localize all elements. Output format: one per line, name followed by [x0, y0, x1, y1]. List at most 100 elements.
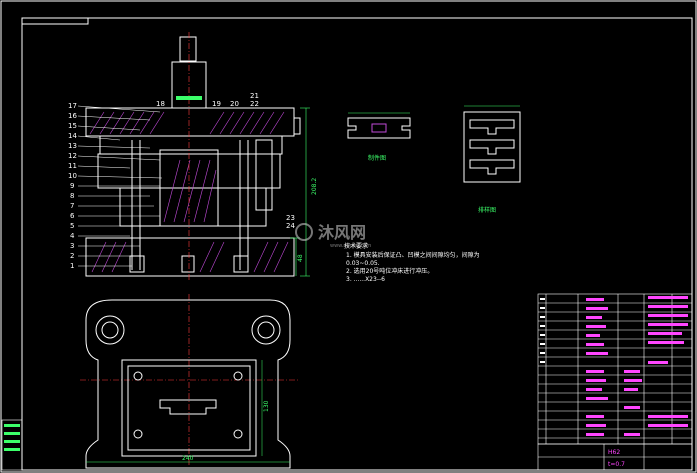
hatch-upper-plate: [89, 111, 285, 135]
parts-list-rows: [538, 302, 692, 439]
part-num: 3: [70, 242, 74, 250]
center-lines: [80, 32, 300, 466]
watermark: 沐风网 www.mfcad.com: [295, 223, 371, 249]
part-num-right: 24: [286, 222, 295, 230]
notes-line-1: 1. 模具安装后保证凸、凹模之间间隙均匀，间隙为: [346, 251, 480, 259]
part-num: 14: [68, 132, 77, 140]
plan-dim-height: 130: [263, 400, 270, 412]
bolt-hole: [133, 371, 143, 381]
layout-strip-outline: [463, 111, 521, 183]
frame-tag: [21, 17, 89, 25]
bolt-right: [233, 255, 249, 273]
guide-hole-right: [251, 315, 281, 345]
lower-die-base: [85, 237, 295, 277]
bolt-left: [129, 255, 145, 273]
part-num-top: 20: [230, 100, 239, 108]
part-num: 10: [68, 172, 77, 180]
part-num: 1: [70, 262, 74, 270]
die-insert-inner: [127, 365, 251, 451]
part-num: 9: [70, 182, 74, 190]
stripper-block: [119, 187, 267, 227]
part-num-right: 23: [286, 214, 295, 222]
part-num: 6: [70, 212, 75, 220]
thickness-label: t=0.7: [608, 461, 625, 468]
upper-backing-plate: [99, 135, 283, 155]
part-num-top: 21: [250, 92, 259, 100]
part-num: 8: [70, 192, 74, 200]
punch-holder: [97, 153, 281, 189]
part-num: 7: [70, 202, 74, 210]
watermark-logo-icon: [295, 223, 313, 241]
bolt-hole: [133, 429, 143, 439]
watermark-text: 沐风网: [318, 223, 366, 242]
layout-part-3: [469, 159, 515, 175]
vertical-dimensions: [290, 107, 310, 277]
part-num-top: 18: [156, 100, 165, 108]
hatch-base: [91, 241, 289, 273]
notes-line-3: 2. 选用20号吨位冲床进行冲压。: [346, 267, 433, 275]
dimension-texts: 208.2 48: [297, 178, 318, 262]
technical-notes: 技术要求 1. 模具安装后保证凸、凹模之间间隙均匀，间隙为 0.03~0.05.…: [344, 242, 480, 283]
part-num: 15: [68, 122, 77, 130]
part-num-top: 22: [250, 100, 259, 108]
part-num: 4: [70, 232, 75, 240]
top-part-number-labels: 18 19 20 21 22: [156, 92, 259, 108]
strip-slot: [371, 123, 387, 133]
strip-part-view: [347, 117, 411, 139]
part-num: 16: [68, 112, 77, 120]
drawing-frame-inner: [21, 17, 693, 471]
parts-list-table: [537, 293, 693, 471]
strip-view-label: 制件图: [368, 154, 386, 162]
right-part-number-labels: 23 24: [286, 214, 295, 230]
notes-title: 技术要求: [344, 242, 368, 250]
die-section-view: [85, 36, 301, 277]
layout-view: [463, 111, 521, 183]
part-num: 11: [68, 162, 77, 170]
bolt-hole: [233, 371, 243, 381]
part-num-top: 19: [212, 100, 221, 108]
hatch-punch: [163, 159, 217, 223]
upper-die-plate: [85, 107, 295, 137]
shank-head: [179, 36, 197, 62]
strip-profile: [347, 117, 411, 139]
bolt-mid: [181, 255, 195, 273]
dim-total-height: 208.2: [311, 178, 318, 195]
die-plan-view: [85, 299, 291, 469]
title-block-text: H62 t=0.7: [608, 449, 625, 468]
layout-part-2: [469, 139, 515, 155]
part-num: 12: [68, 152, 77, 160]
dim-base-height: 48: [297, 254, 304, 262]
layout-part-1: [469, 119, 515, 135]
upper-plate-ear-right: [293, 117, 301, 135]
die-insert-outer: [121, 359, 257, 457]
side-spring: [255, 139, 273, 211]
leader-lines: [77, 105, 163, 267]
part-num: 5: [70, 222, 74, 230]
material-label: H62: [608, 449, 620, 456]
plan-dim-width: 240: [182, 455, 194, 462]
guide-hole-left: [95, 315, 125, 345]
revision-stamp: [4, 424, 20, 451]
part-num: 13: [68, 142, 77, 150]
parts-list-numbers-col: [540, 298, 545, 363]
parts-list-text-marks: [586, 296, 688, 436]
watermark-url: www.mfcad.com: [330, 243, 371, 249]
notes-line-4: 3. ......X23--6: [346, 276, 385, 283]
plan-dimensions: [86, 360, 290, 463]
die-cavity: [159, 399, 217, 415]
part-num: 17: [68, 102, 77, 110]
part-number-labels: 1 2 3 4 5 6 7 8 9 10 11 12 13 14 15 16 1…: [68, 102, 77, 270]
section-hatching: [89, 111, 289, 273]
plan-bolt-holes: [133, 371, 243, 439]
shank-thread-marks: [176, 96, 202, 100]
guide-hole-right-inner: [257, 321, 275, 339]
bolt-hole: [233, 429, 243, 439]
layout-view-label: 排样图: [478, 206, 496, 214]
plan-outer-outline: [85, 299, 291, 469]
part-num: 2: [70, 252, 74, 260]
guide-hole-left-inner: [101, 321, 119, 339]
revision-stamp-frame: [1, 419, 23, 471]
notes-line-2: 0.03~0.05.: [346, 260, 380, 267]
